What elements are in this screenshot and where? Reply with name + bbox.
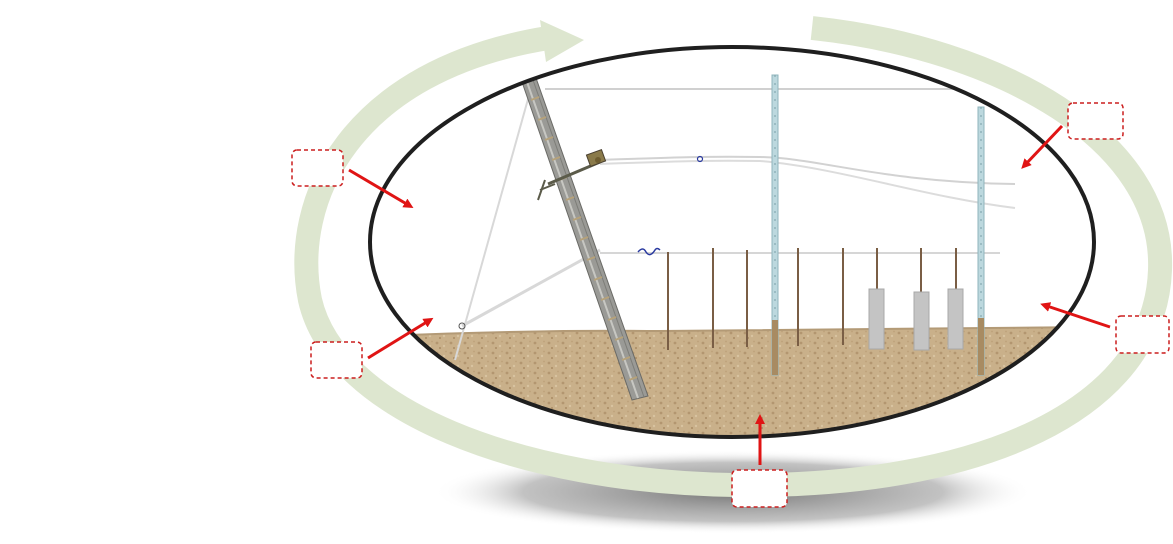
callout-bottom [731, 469, 788, 508]
callout-lower-right [1115, 315, 1170, 354]
soil-cylinders [868, 288, 964, 351]
callout-upper-left [291, 149, 344, 187]
mast-instrument [537, 148, 607, 201]
tall-poles [771, 74, 985, 376]
field-scene [368, 45, 1096, 439]
oval-outline [368, 45, 1096, 439]
callout-upper-right [1067, 102, 1124, 140]
callout-lower-left [310, 341, 363, 379]
pointer-arrow-icon [348, 124, 1111, 465]
